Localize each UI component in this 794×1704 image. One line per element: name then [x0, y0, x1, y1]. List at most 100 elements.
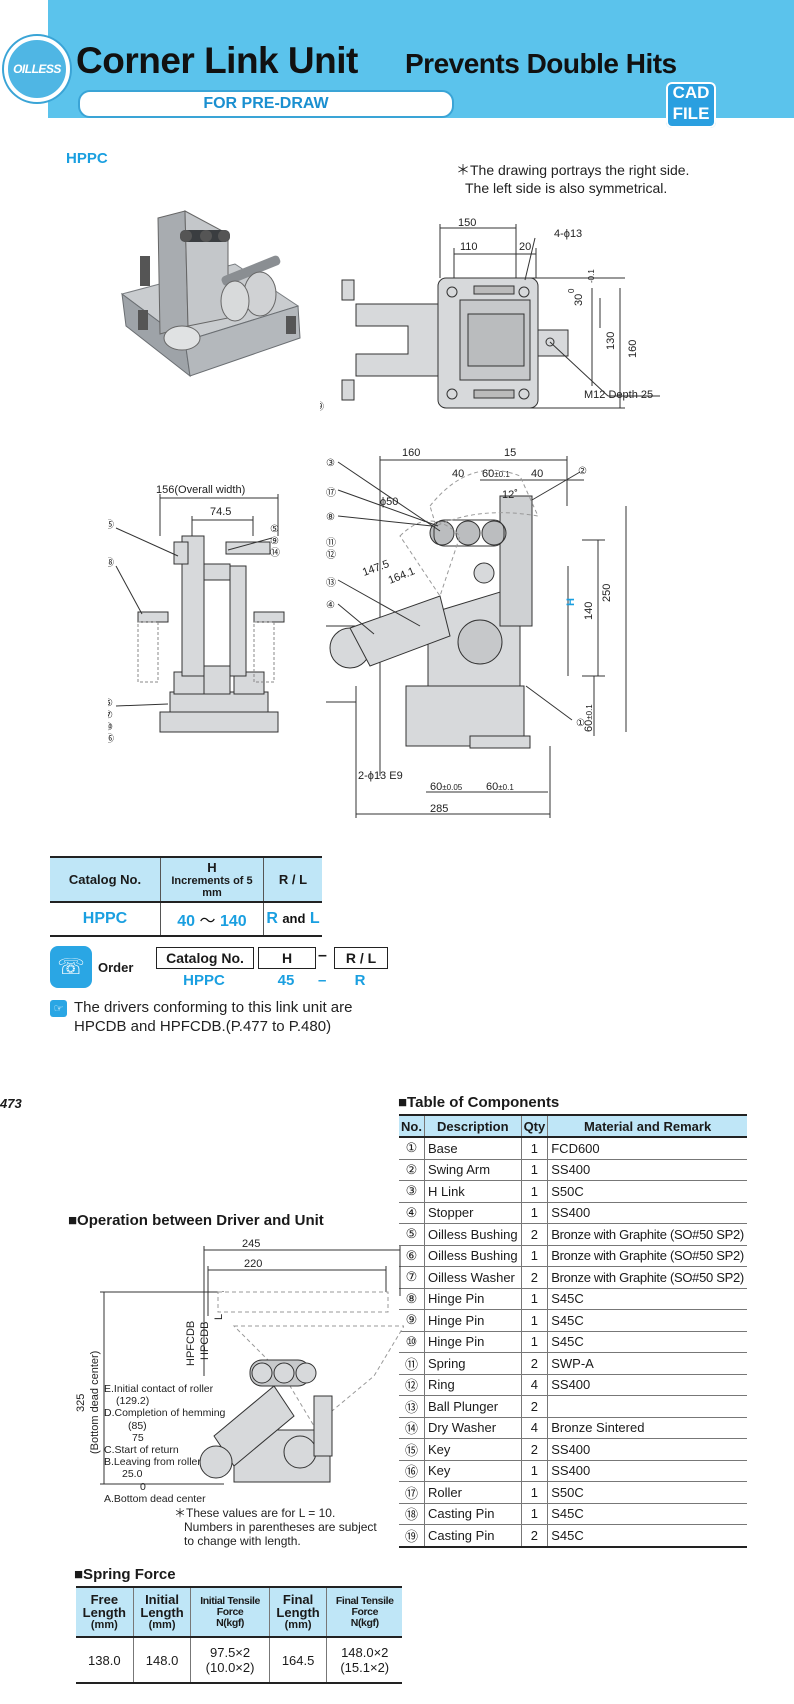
svg-text:⑪: ⑪ — [326, 537, 336, 549]
order-box-h: H — [258, 947, 316, 969]
h-min: 40 — [177, 913, 196, 930]
rl-and: and — [282, 911, 306, 926]
svg-text:⑯: ⑯ — [108, 733, 114, 745]
svg-text:HPFCDB: HPFCDB — [185, 1321, 197, 1366]
component-no: ④ — [399, 1202, 425, 1224]
svg-text:⑦: ⑦ — [108, 710, 113, 721]
spring-final-force-value: 148.0×2 (15.1×2) — [326, 1637, 402, 1684]
svg-text:0: 0 — [567, 288, 576, 293]
svg-text:95: 95 — [310, 610, 311, 622]
order-val-dash: – — [318, 972, 327, 989]
label-c-value: 75 — [132, 1431, 144, 1444]
component-no: ⑫ — [399, 1374, 425, 1396]
component-description: Stopper — [424, 1202, 522, 1224]
rl-l: L — [309, 910, 320, 927]
spring-free-value: 138.0 — [76, 1637, 134, 1684]
component-qty: 1 — [521, 1331, 549, 1353]
component-qty: 2 — [521, 1223, 549, 1246]
component-material: Bronze Sintered — [547, 1417, 747, 1439]
svg-text:5: 5 — [310, 666, 311, 672]
svg-text:M12 Depth 25: M12 Depth 25 — [584, 389, 653, 401]
component-description: Key — [424, 1460, 522, 1482]
component-material: S45C — [547, 1309, 747, 1332]
svg-text:60±0.1: 60±0.1 — [486, 781, 514, 793]
for-pre-draw-pill: FOR PRE-DRAW — [78, 90, 454, 118]
catalog-table: Catalog No. H Increments of 5 mm R / L H… — [50, 856, 322, 937]
component-description: Casting Pin — [424, 1503, 522, 1525]
operation-note-line3: to change with length. — [184, 1534, 301, 1548]
component-material: SS400 — [547, 1460, 747, 1482]
component-material — [547, 1395, 747, 1418]
operation-note: ＊These values are for L = 10. Numbers in… — [174, 1506, 377, 1548]
svg-text:HPCDB: HPCDB — [199, 1321, 211, 1360]
rl-header: R / L — [263, 856, 322, 903]
operation-note-line1: ＊These values are for L = 10. — [174, 1506, 336, 1520]
h-header: H Increments of 5 mm — [160, 856, 264, 903]
component-description: Spring — [424, 1352, 522, 1375]
spring-header-final-l2: Length — [276, 1604, 320, 1620]
spring-header-final-force-l1: Final Tensile — [335, 1594, 394, 1607]
component-material: S50C — [547, 1481, 747, 1504]
rl-values: R and L — [263, 902, 322, 937]
component-no: ⑲ — [399, 1524, 425, 1548]
catalog-no-value: HPPC — [50, 902, 161, 937]
comp-header-no: No. — [399, 1114, 425, 1138]
svg-text:2-ϕ13 E9: 2-ϕ13 E9 — [358, 770, 403, 782]
svg-text:156(Overall width): 156(Overall width) — [156, 484, 245, 496]
svg-text:⑥: ⑥ — [108, 698, 113, 709]
cad-file-badge[interactable]: CAD FILE — [666, 82, 716, 128]
spring-header-initial-l1: Initial — [145, 1591, 180, 1607]
drivers-note-line1: The drivers conforming to this link unit… — [74, 999, 353, 1016]
component-qty: 1 — [521, 1309, 549, 1332]
spring-header-initial-l2: Length — [140, 1604, 184, 1620]
operation-note-line2: Numbers in parentheses are subject — [184, 1520, 377, 1534]
spring-header-final-l1: Final — [282, 1591, 314, 1607]
page-title: Corner Link Unit — [76, 40, 358, 81]
svg-text:ϕ50: ϕ50 — [380, 496, 398, 508]
svg-text:L: L — [213, 1314, 225, 1320]
spring-header-free: Free Length (mm) — [76, 1586, 134, 1638]
spring-initial-value: 148.0 — [133, 1637, 192, 1684]
spring-final-value: 164.5 — [269, 1637, 328, 1684]
label-b: B.Leaving from roller — [104, 1456, 201, 1469]
component-description: Casting Pin — [424, 1524, 522, 1548]
h-tilde: ～ — [199, 913, 216, 930]
spring-force-table: Free Length (mm) Initial Length (mm) Ini… — [76, 1586, 402, 1684]
component-material: SWP-A — [547, 1352, 747, 1375]
component-no: ⑤ — [399, 1223, 425, 1246]
spring-header-init-force-l3: N(kgf) — [216, 1616, 245, 1629]
svg-text:40: 40 — [531, 468, 543, 480]
svg-text:30: 30 — [573, 294, 585, 306]
component-description: Hinge Pin — [424, 1331, 522, 1353]
spring-header-final-force-l3: N(kgf) — [350, 1616, 379, 1629]
operation-heading: ■Operation between Driver and Unit — [68, 1212, 324, 1229]
svg-text:160: 160 — [402, 447, 420, 459]
top-view-drawing: 150 110 20 4-ϕ13 30 0 -0.1 130 160 M12 D… — [320, 218, 660, 413]
for-pre-draw-label: FOR PRE-DRAW — [203, 95, 329, 112]
svg-text:140: 140 — [583, 602, 595, 620]
component-material: S45C — [547, 1288, 747, 1310]
component-qty: 1 — [521, 1180, 549, 1203]
svg-text:(Bottom dead center): (Bottom dead center) — [89, 1351, 101, 1454]
component-no: ⑱ — [399, 1503, 425, 1525]
component-no: ① — [399, 1137, 425, 1160]
component-material: Bronze with Graphite (SO#50 SP2) — [547, 1266, 747, 1289]
comp-header-desc: Description — [424, 1114, 522, 1138]
component-material: SS400 — [547, 1202, 747, 1224]
component-description: Roller — [424, 1481, 522, 1504]
component-material: Bronze with Graphite (SO#50 SP2) — [547, 1245, 747, 1267]
component-no: ⑬ — [399, 1395, 425, 1418]
order-label: Order — [98, 960, 134, 975]
component-no: ② — [399, 1159, 425, 1181]
svg-text:220: 220 — [244, 1258, 262, 1270]
drivers-note-line2: HPCDB and HPFCDB.(P.477 to P.480) — [74, 1018, 332, 1035]
